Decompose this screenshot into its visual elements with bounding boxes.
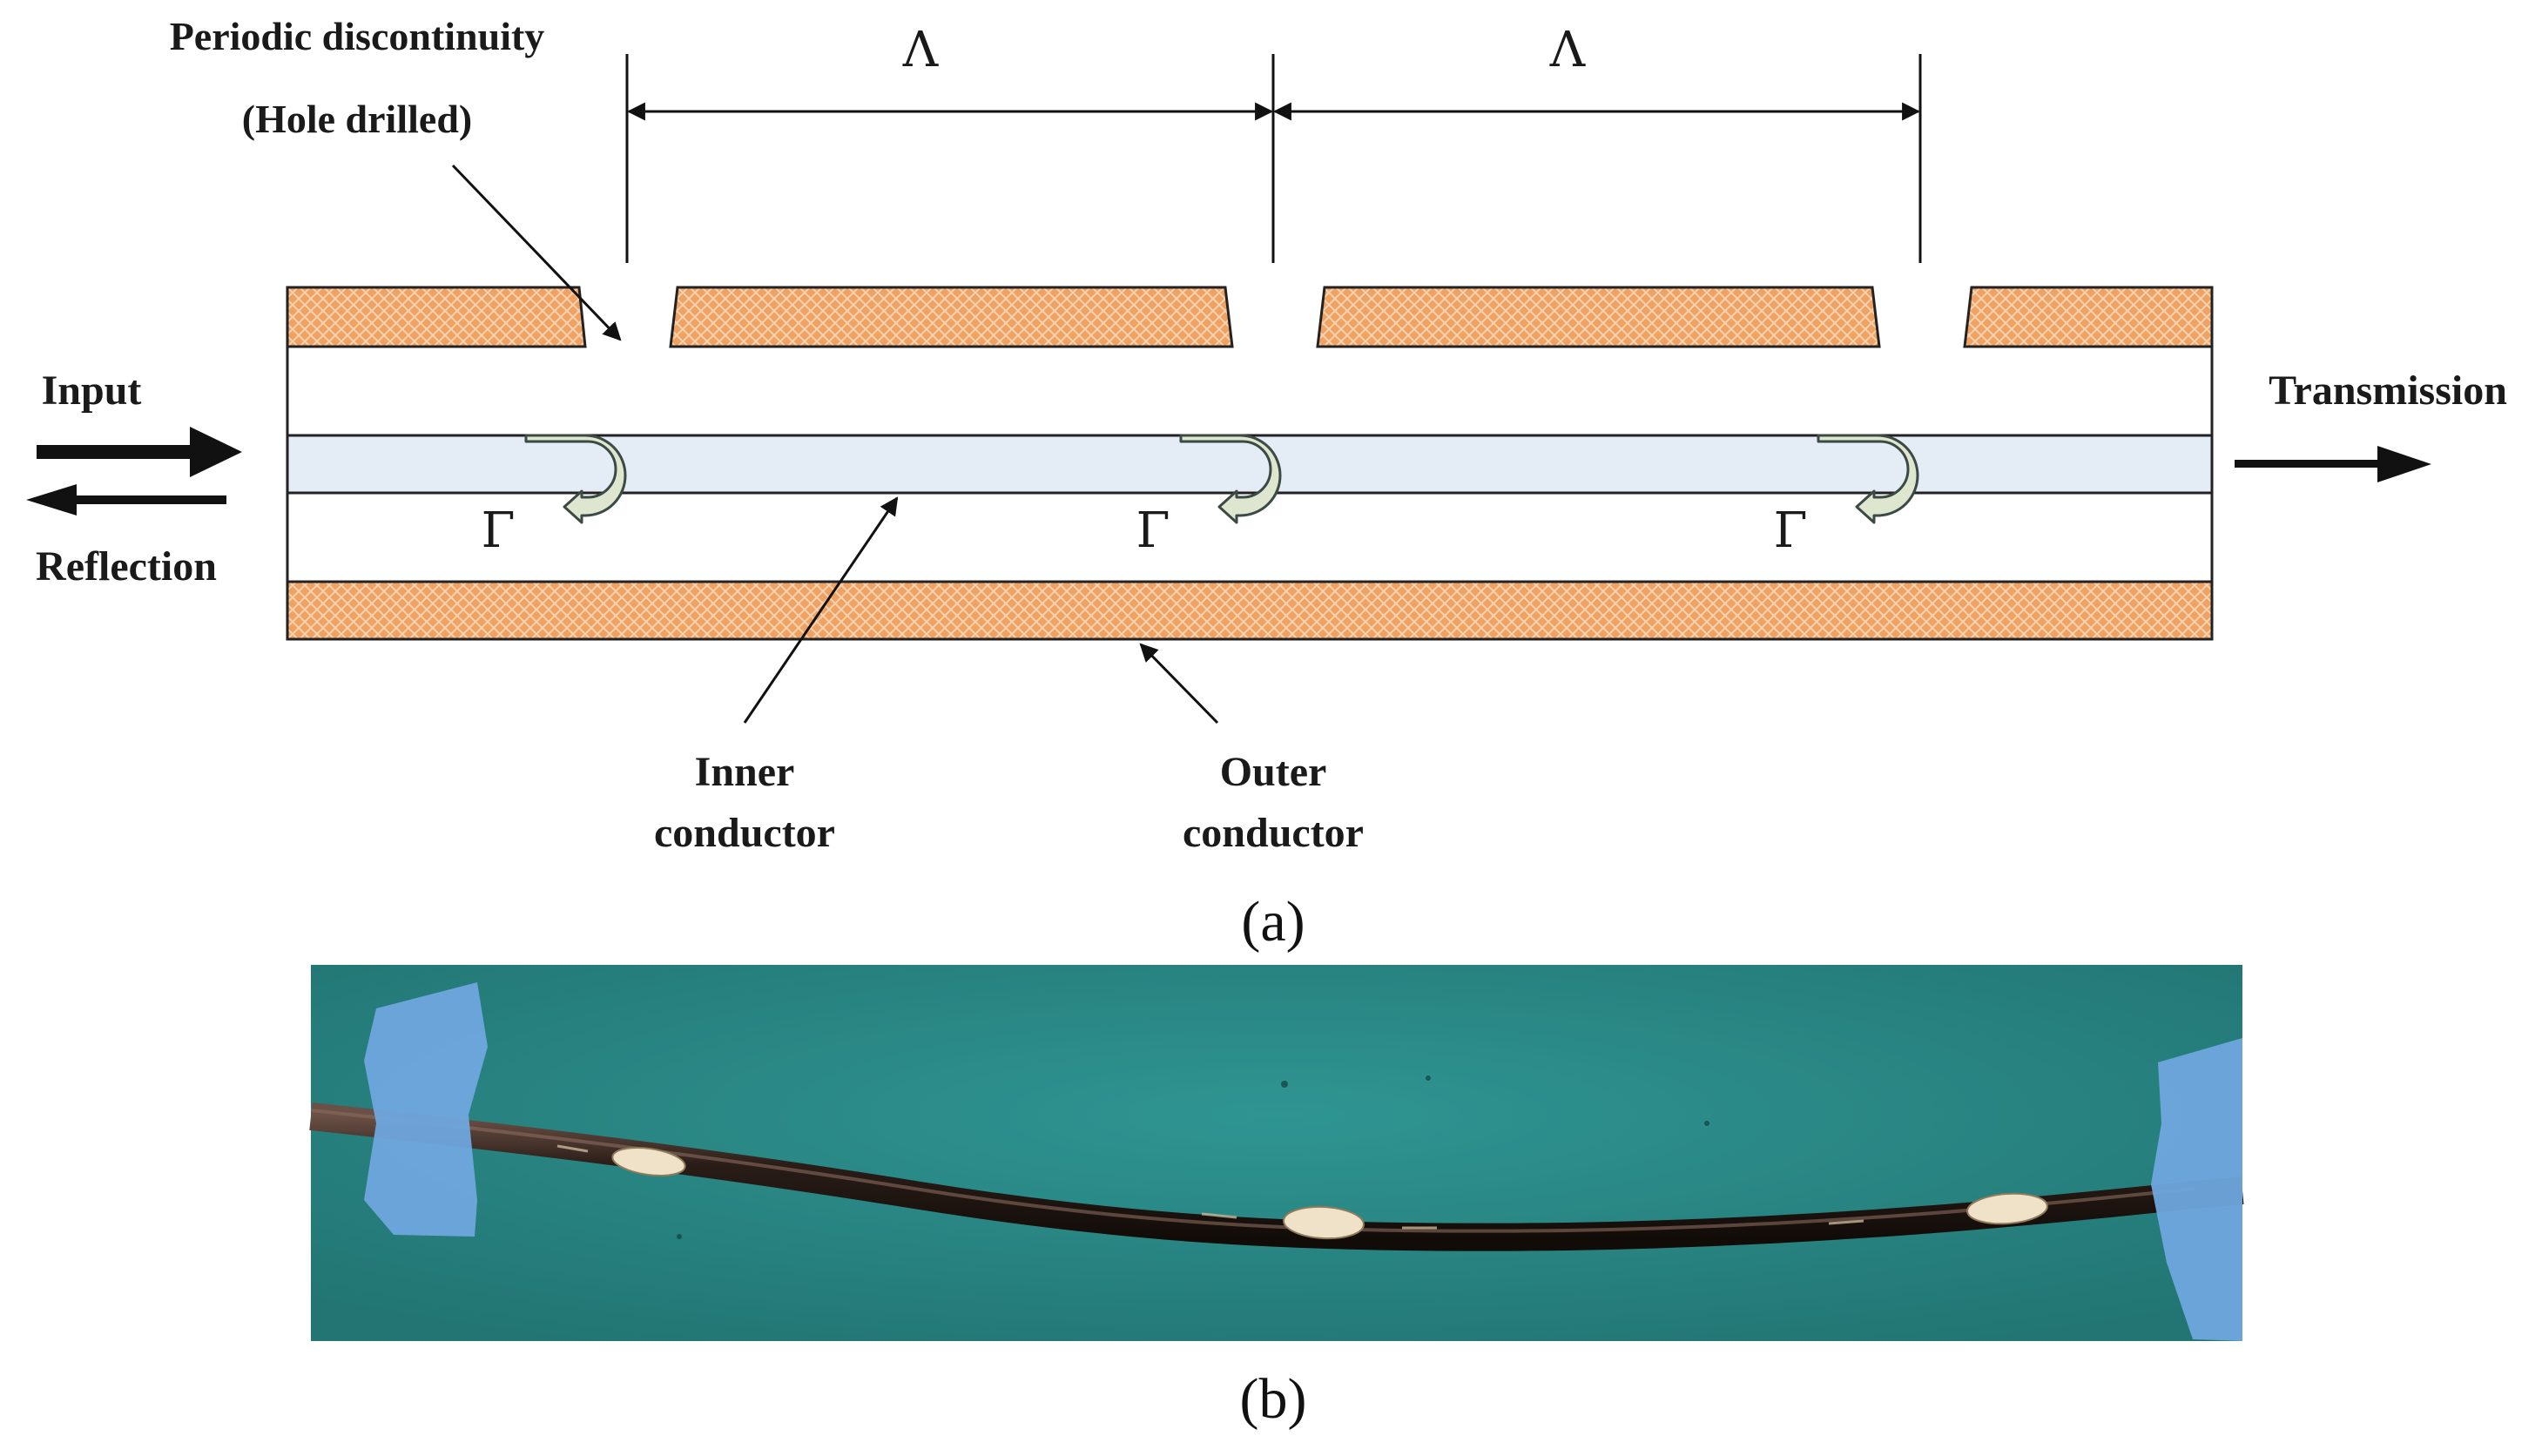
reflection-label: Reflection xyxy=(36,543,217,590)
gamma-label-3: Γ xyxy=(1774,502,1808,559)
tape-right xyxy=(2151,1038,2242,1341)
outer-conductor-leader xyxy=(1139,643,1219,725)
reflection-output-arrow xyxy=(26,484,226,516)
period-label-2: Λ xyxy=(1549,22,1586,78)
coax-cable-highlight xyxy=(310,1109,2195,1233)
inner-conductor-label-line2: conductor xyxy=(654,810,835,856)
hole-leader-line xyxy=(451,164,622,341)
outer-conductor-bottom xyxy=(286,580,2214,641)
drilled-hole-1 xyxy=(611,1147,686,1176)
input-label: Input xyxy=(42,367,142,414)
inner-conductor-label-line1: Inner xyxy=(695,749,795,795)
period-dimension-lines xyxy=(625,54,1922,263)
panel-a-schematic: Λ Λ Γ Γ Γ Periodic discontinuity (Hol xyxy=(26,14,2507,954)
transmission-label: Transmission xyxy=(2269,367,2507,414)
tape-left xyxy=(364,982,488,1237)
panel-b-photo: (b) xyxy=(309,965,2244,1431)
inner-conductor-bar xyxy=(286,434,2214,495)
drilled-holes xyxy=(611,1147,2048,1240)
hole-drilled-label: (Hole drilled) xyxy=(242,97,472,141)
scratch-marks xyxy=(556,1144,1864,1230)
period-label-1: Λ xyxy=(902,22,939,78)
outer-conductor-label-line1: Outer xyxy=(1220,749,1327,795)
reflection-arrow-1 xyxy=(524,434,627,524)
outer-conductor-label-line2: conductor xyxy=(1183,810,1364,856)
panel-a-caption: (a) xyxy=(1241,890,1305,954)
input-arrow xyxy=(37,427,242,477)
periodic-discontinuity-label: Periodic discontinuity xyxy=(170,14,545,58)
panel-b-caption: (b) xyxy=(1240,1367,1307,1431)
reflection-arrows xyxy=(524,434,1919,524)
gamma-label-2: Γ xyxy=(1136,502,1170,559)
transmission-arrow xyxy=(2235,446,2431,482)
drilled-hole-3 xyxy=(1966,1192,2048,1225)
drilled-hole-2 xyxy=(1283,1205,1365,1240)
gamma-label-1: Γ xyxy=(482,502,516,559)
reflection-arrow-3 xyxy=(1817,434,1919,524)
inner-conductor-leader xyxy=(743,496,899,724)
outer-conductor-top xyxy=(286,286,2214,348)
reflection-arrow-2 xyxy=(1179,434,1282,524)
